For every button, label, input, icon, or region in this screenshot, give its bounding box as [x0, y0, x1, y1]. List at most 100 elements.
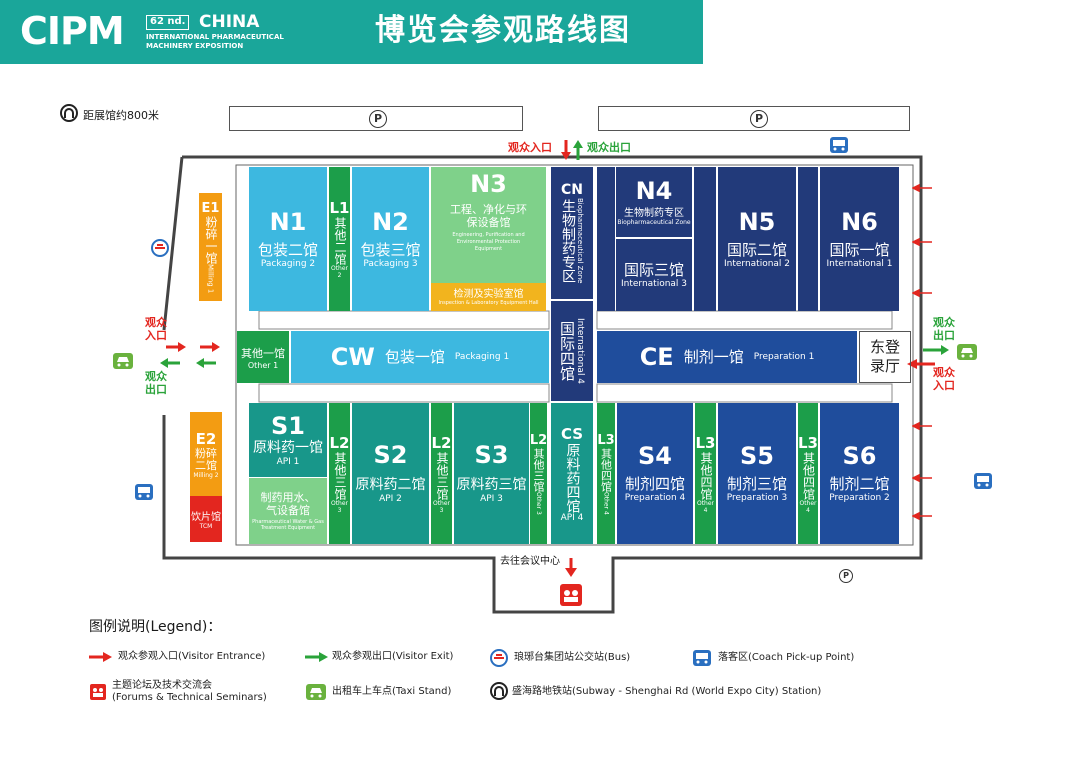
- hall-name: 制剂一馆: [683, 348, 744, 366]
- hall-l3[interactable]: L3 其他四馆 Other 4: [695, 403, 716, 544]
- hall-n4[interactable]: N4 生物制药专区 Biopharmaceutical Zone: [616, 167, 692, 237]
- hall-l1[interactable]: L1 其他二馆 Other 2: [329, 167, 350, 311]
- entrance-arrow-icon: [89, 652, 112, 662]
- hall-cw[interactable]: CW 包装一馆 Packaging 1: [291, 331, 549, 383]
- hall-n1[interactable]: N1 包装二馆 Packaging 2: [249, 167, 327, 311]
- hall-name-en: TCM: [199, 523, 213, 530]
- hall-name-en: Packaging 1: [454, 351, 510, 362]
- legend-exit: 观众参观出口(Visitor Exit): [332, 651, 454, 662]
- logo-subtitle-2: MACHINERY EXPOSITION: [146, 42, 244, 50]
- taxi-icon: [113, 353, 133, 369]
- hall-code: S2: [373, 441, 408, 469]
- hall-name-en: API 2: [379, 494, 402, 504]
- logo-country: CHINA: [199, 12, 260, 32]
- east-registration-hall[interactable]: 东登录厅: [859, 331, 911, 383]
- hall-other-1[interactable]: 其他一馆 Other 1: [237, 331, 289, 383]
- hall-s2[interactable]: S2 原料药二馆 API 2: [352, 403, 429, 544]
- hall-n2[interactable]: N2 包装三馆 Packaging 3: [352, 167, 429, 311]
- hall-l2[interactable]: L2 其他三馆 Other 3: [530, 403, 547, 544]
- hall-name: 其他四馆: [599, 447, 613, 492]
- hall-s3[interactable]: S3 原料药三馆 API 3: [454, 403, 529, 544]
- hall-e2[interactable]: E2 粉碎二馆 Milling 2: [190, 412, 222, 496]
- hall-code: L3: [597, 432, 615, 448]
- hall-name: 包装二馆: [257, 240, 318, 259]
- hall-ce[interactable]: CE 制剂一馆 Preparation 1: [597, 331, 857, 383]
- hall-code: N1: [269, 207, 307, 236]
- logo-subtitle-1: INTERNATIONAL PHARMACEUTICAL: [146, 33, 284, 41]
- hall-international-3[interactable]: 国际三馆 International 3: [616, 239, 692, 311]
- hall-n6-strip: [798, 167, 818, 311]
- hall-n6[interactable]: N6 国际一馆 International 1: [820, 167, 899, 311]
- taxi-icon: [306, 684, 326, 700]
- hall-code: N3: [470, 170, 507, 198]
- legend-coach: 落客区(Coach Pick-up Point): [718, 652, 855, 663]
- edition-badge: 62 nd.: [146, 15, 190, 30]
- hall-n5[interactable]: N5 国际二馆 International 2: [718, 167, 796, 311]
- hall-name-en: International 1: [826, 258, 893, 269]
- hall-international-4[interactable]: 国际四馆 International 4: [551, 301, 593, 401]
- hall-n3-lab[interactable]: 检测及实验室馆 Inspection & Laboratory Equipmen…: [431, 283, 546, 311]
- subway-distance-note: 距展馆约800米: [83, 109, 159, 122]
- coach-icon: [830, 137, 848, 153]
- hall-name-en: International 2: [723, 258, 791, 269]
- hall-name-en: Other 4: [799, 499, 817, 514]
- hall-cn[interactable]: CN 生物制药专区 Biopharmaceutical Zone: [551, 167, 593, 299]
- hall-name: 其他二馆: [333, 217, 347, 265]
- parking-lot-east: [598, 106, 910, 131]
- hall-code: CE: [639, 343, 674, 371]
- parking-icon: P: [369, 110, 387, 128]
- hall-tcm[interactable]: 饮片馆 TCM: [190, 496, 222, 542]
- forum-icon: [560, 584, 582, 606]
- legend-bus: 琅琊台集团站公交站(Bus): [514, 652, 631, 663]
- hall-s1[interactable]: S1 原料药一馆 API 1: [249, 403, 327, 477]
- hall-name: 国际二馆: [726, 240, 787, 259]
- bus-icon: [490, 649, 508, 667]
- west-exit-label: 观众出口: [145, 370, 167, 396]
- hall-name-en: API 4: [560, 512, 584, 523]
- hall-name: 国际一馆: [829, 240, 890, 259]
- coach-icon: [974, 473, 992, 489]
- header-bar: [0, 0, 703, 64]
- entrance-arrow-icon: [907, 359, 935, 369]
- hall-name-en: Other 2: [330, 265, 349, 279]
- hall-name: 其他四馆: [801, 451, 816, 500]
- east-entrance-arrows: [912, 183, 932, 520]
- hall-code: L2: [431, 433, 452, 452]
- hall-name-en: Biopharmaceutical Zone: [576, 198, 584, 284]
- hall-name: 国际三馆: [623, 260, 684, 279]
- hall-code: N4: [635, 177, 673, 205]
- hall-cs[interactable]: CS 原料药四馆 API 4: [551, 403, 593, 544]
- hall-name: 生物制药专区: [560, 198, 576, 283]
- hall-code: E2: [195, 429, 217, 448]
- hall-name-en: International 3: [620, 278, 688, 289]
- hall-e1[interactable]: E1 粉碎一馆 Milling 1: [199, 193, 222, 301]
- hall-code: L2: [530, 432, 547, 448]
- lab-name-en: Inspection & Laboratory Equipment Hall: [438, 299, 539, 306]
- hall-s5[interactable]: S5 制剂三馆 Preparation 3: [718, 403, 796, 544]
- hall-name: 东登录厅: [869, 338, 900, 375]
- hall-code: L1: [329, 199, 350, 217]
- hall-n5-strip: [694, 167, 716, 311]
- hall-name-en: Preparation 4: [624, 493, 686, 503]
- hall-l3[interactable]: L3 其他四馆 Other 4: [597, 403, 615, 544]
- hall-code: S4: [638, 442, 672, 470]
- hall-name-en: Packaging 3: [363, 258, 418, 269]
- hall-code: E1: [201, 200, 220, 216]
- hall-code: S5: [740, 442, 774, 470]
- hall-name: 制剂二馆: [829, 475, 890, 493]
- hall-name: 生物制药专区: [624, 208, 684, 219]
- hall-code: N5: [738, 207, 776, 236]
- hall-s4[interactable]: S4 制剂四馆 Preparation 4: [617, 403, 693, 544]
- hall-name: 包装三馆: [360, 240, 421, 259]
- hall-s6[interactable]: S6 制剂二馆 Preparation 2: [820, 403, 899, 544]
- hall-l2[interactable]: L2 其他三馆 Other 3: [329, 403, 350, 544]
- hall-name: 原料药二馆: [355, 477, 426, 493]
- hall-n3[interactable]: N3 工程、净化与环保设备馆 Engineering, Purification…: [431, 167, 546, 283]
- visitor-exit-label: 观众出口: [587, 141, 631, 154]
- forum-icon: [90, 684, 106, 700]
- hall-name: 原料药三馆: [456, 477, 527, 493]
- hall-l2[interactable]: L2 其他三馆 Other 3: [431, 403, 452, 544]
- legend-entrance: 观众参观入口(Visitor Entrance): [118, 651, 266, 662]
- hall-s1-water[interactable]: 制药用水、气设备馆 Pharmaceutical Water & Gas Tre…: [249, 478, 327, 544]
- hall-l3[interactable]: L3 其他四馆 Other 4: [798, 403, 818, 544]
